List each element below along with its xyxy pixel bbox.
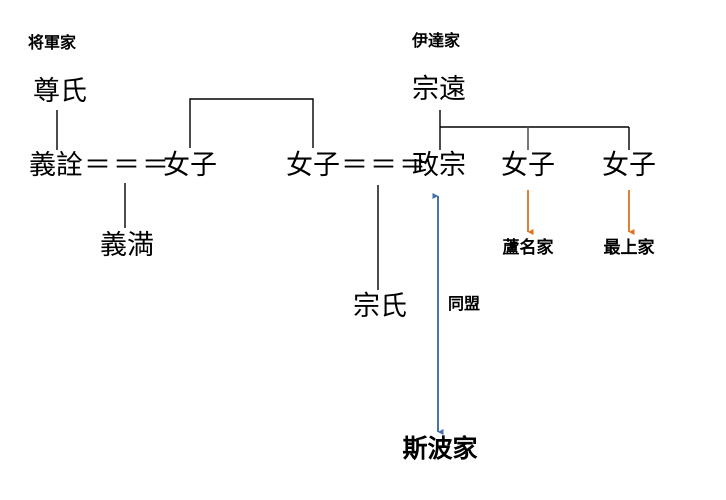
house-header-date: 伊達家 <box>412 33 461 50</box>
edge-label-alliance: 同盟 <box>448 296 481 313</box>
person-masamune: 政宗 <box>412 150 466 180</box>
person-joshi-3: 女子 <box>501 150 555 180</box>
person-yoshiakira: 義詮 <box>29 150 83 180</box>
person-joshi-2: 女子 <box>286 150 340 180</box>
marriage-symbol-1: ＝＝＝ <box>84 150 171 180</box>
person-joshi-1: 女子 <box>163 150 217 180</box>
edge-sibling-bracket-joshi <box>189 98 314 148</box>
person-muneuji: 宗氏 <box>353 291 407 321</box>
person-takauji: 尊氏 <box>33 76 87 106</box>
person-joshi-4: 女子 <box>602 150 656 180</box>
person-muneto: 宗遠 <box>412 74 466 104</box>
marriage-symbol-2: ＝＝＝ <box>341 150 428 180</box>
target-house-ashina: 蘆名家 <box>502 238 554 257</box>
target-house-mogami: 最上家 <box>603 238 655 257</box>
target-house-shiba: 斯波家 <box>402 435 478 463</box>
person-yoshimitsu: 義満 <box>100 230 154 260</box>
house-header-shogun: 将軍家 <box>28 35 77 52</box>
